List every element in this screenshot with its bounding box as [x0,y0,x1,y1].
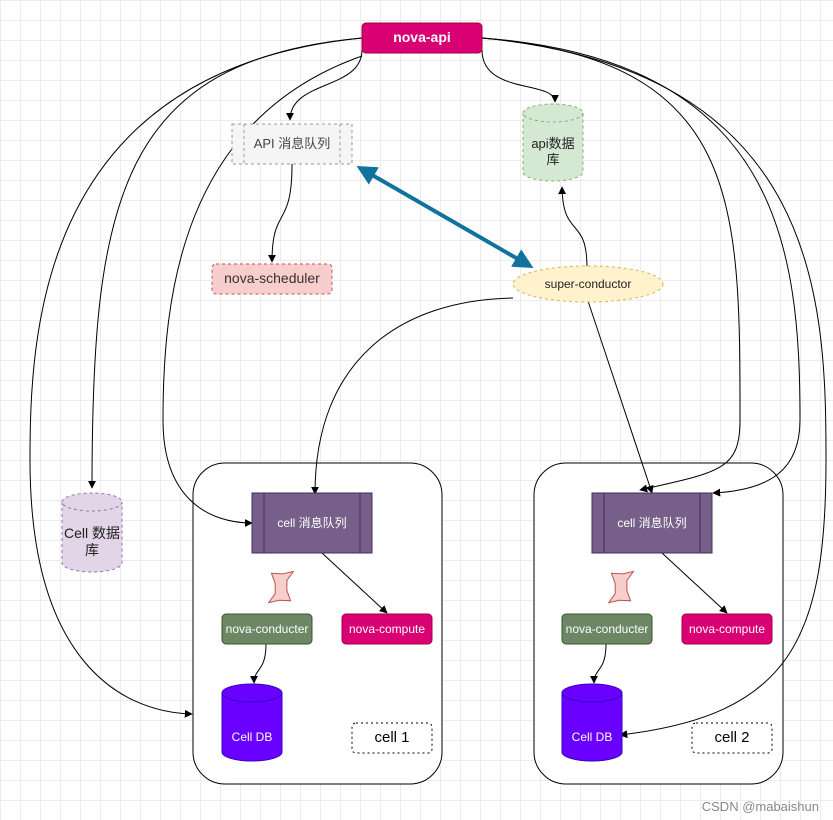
left-cell-db-label: Cell 数据库 [63,524,120,559]
nova-api-label: nova-api [393,29,451,46]
cell-2-db-node[interactable] [561,683,623,762]
cell-1-name: cell 1 [374,728,410,746]
edge-cell2-queue-to-compute [661,552,728,614]
api-queue-label: API 消息队列 [253,135,331,151]
edge-super-conductor-to-cell2-queue [587,300,654,494]
cell-1-db-node[interactable] [221,683,283,762]
edge-super-conductor-to-cell1-queue [311,297,514,495]
nova-scheduler-node[interactable] [211,263,333,295]
cell-2-sync-arrow [607,570,635,604]
cell-2-conducter-label: nova-conducter [565,621,649,636]
cell-2-conducter-node[interactable] [561,613,653,645]
cell-2-db-label: Cell DB [571,729,613,744]
left-cell-db-node[interactable] [61,492,123,573]
cell-2-name: cell 2 [714,728,750,746]
cell-1-compute-node[interactable] [341,613,433,645]
cell-1-sync-arrow [267,570,295,604]
cell-1-conducter-label: nova-conducter [225,621,309,636]
cell-1-db-label: Cell DB [231,729,273,744]
api-db-node[interactable] [522,103,584,182]
edge-cell1-queue-to-compute [321,552,388,614]
cell-1-compute-label: nova-compute [348,621,426,636]
super-conductor-label: super-conductor [544,276,632,291]
cell-1-queue-node[interactable] [251,492,373,554]
cell-2-label-box [691,722,773,754]
edge-api-to-cell2-queue-b [481,37,801,497]
cell-2-compute-label: nova-compute [688,621,766,636]
edge-api-to-cell2-queue-a [481,37,741,493]
edge-api-to-cell1-db [29,37,363,718]
edge-super-conductor-to-api-db [558,186,588,269]
cell-1-conducter-node[interactable] [221,613,313,645]
cell-2-queue-node[interactable] [591,492,713,554]
cell-2-queue-label: cell 消息队列 [617,515,687,530]
edge-api-to-api-db [481,49,559,103]
edge-api-to-api-queue [286,49,363,121]
api-queue-node[interactable] [231,123,353,165]
super-conductor-node[interactable] [512,265,664,303]
edge-api-queue-to-scheduler [268,163,293,263]
edge-api-to-left-db [88,37,363,489]
watermark: CSDN @mabaishun [701,799,819,814]
edge-api-to-cell2-db [481,37,827,739]
cell-1-queue-label: cell 消息队列 [277,515,347,530]
cell-2-compute-node[interactable] [681,613,773,645]
nova-scheduler-label: nova-scheduler [224,270,320,287]
api-queue-super-conductor-link [356,166,534,268]
api-db-label: api数据库 [531,135,575,167]
edge-cell1-conducter-to-db [250,643,267,684]
edge-cell2-conducter-to-db [590,643,607,684]
cell-1-label-box [351,722,433,754]
nova-api-node[interactable] [361,22,483,54]
